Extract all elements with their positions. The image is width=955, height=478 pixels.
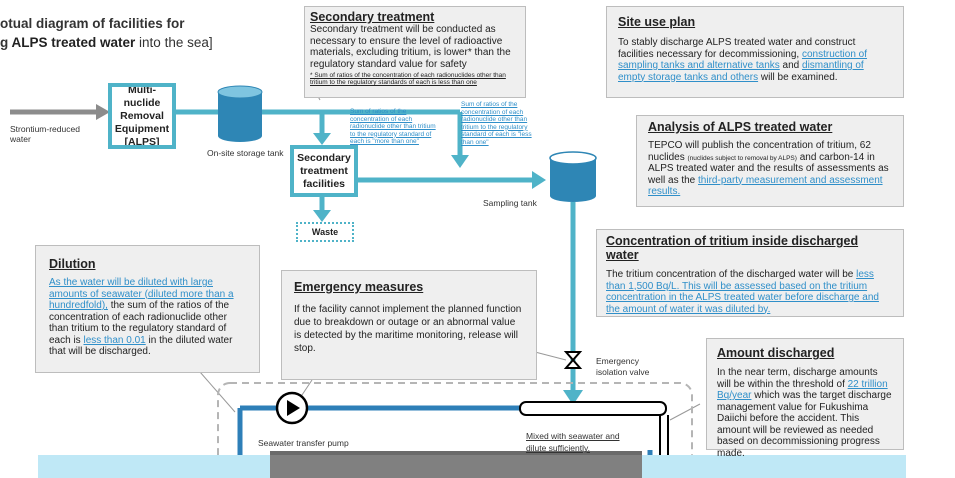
site-use-link-2[interactable]: dismantling of empty storage tanks and o… — [618, 60, 864, 83]
note-less-than-one: Sum of ratios of the concentration of ea… — [461, 101, 532, 146]
callout-line-emergency — [534, 351, 567, 361]
storage-tank-label: On-site storage tank — [207, 148, 284, 158]
amount-text-1: In the near term, discharge amounts will… — [717, 367, 878, 390]
waste-label: Waste — [311, 227, 339, 237]
tritium-title: Concentration of tritium inside discharg… — [606, 234, 859, 262]
strontium-label: Strontium-reduced water — [10, 124, 80, 144]
valve-icon — [563, 351, 583, 369]
analysis-text-1: TEPCO will publish the concentration of … — [648, 140, 871, 163]
analysis-small-text: (nuclides subject to removal by ALPS) — [687, 154, 797, 162]
alps-equipment-box: Multi-nuclide Removal Equipment [ALPS] — [108, 83, 176, 149]
site-use-plan-title: Site use plan — [618, 15, 696, 29]
title-line-2: g ALPS treated water into the sea] — [0, 33, 213, 52]
mixing-header — [519, 401, 669, 470]
arrow-to-secondary — [313, 133, 331, 145]
secondary-treatment-title: Secondary treatment — [310, 10, 435, 24]
title-line-2-bold: ALPS treated water — [11, 35, 136, 50]
arrow-to-waste — [313, 210, 331, 222]
emergency-panel: Emergency measures If the facility canno… — [281, 270, 537, 380]
title-line-2-post: into the sea] — [135, 35, 213, 50]
dilution-text-2: in the diluted water that will be discha… — [49, 334, 233, 358]
site-use-link-1[interactable]: construction of sampling tanks and alter… — [618, 48, 868, 72]
note-more-than-one: Sum of ratios of the concentration of ea… — [350, 108, 436, 145]
site-use-plan-panel: Site use plan To stably discharge ALPS t… — [606, 6, 904, 98]
callout-line-amount — [669, 403, 701, 421]
arrow-sampling-down — [563, 390, 583, 405]
dilution-link-1[interactable]: As the water will be diluted with large … — [49, 277, 234, 311]
emergency-valve-label: Emergency isolation valve — [596, 356, 650, 377]
storage-tank-icon — [217, 85, 263, 142]
dilution-link-2[interactable]: less than 0.01 — [83, 334, 146, 346]
dilution-panel: Dilution As the water will be diluted wi… — [35, 245, 260, 373]
amount-body: In the near term, discharge amounts will… — [717, 367, 893, 459]
secondary-facilities-label: Secondary treatment facilities — [297, 151, 351, 190]
amount-title: Amount discharged — [717, 346, 835, 360]
analysis-panel: Analysis of ALPS treated water TEPCO wil… — [636, 115, 904, 207]
title-line-1: otual diagram of facilities for — [0, 16, 185, 31]
dilution-facility-outline — [217, 382, 693, 478]
sampling-tank-label: Sampling tank — [483, 198, 537, 208]
discharge-tunnel-edge — [270, 451, 642, 455]
sampling-tank-icon — [549, 151, 597, 202]
secondary-treatment-body: Secondary treatment will be conducted as… — [310, 24, 511, 70]
analysis-text-2: and carbon-14 in ALPS treated water and … — [648, 151, 889, 186]
analysis-link[interactable]: third-party measurement and assessment r… — [648, 174, 883, 198]
alps-equipment-label: Multi-nuclide Removal Equipment [ALPS] — [114, 83, 170, 148]
arrow-right-down — [451, 155, 469, 168]
page-title: otual diagram of facilities for g ALPS t… — [0, 14, 213, 52]
tritium-body: The tritium concentration of the dischar… — [606, 269, 894, 315]
dilution-body: As the water will be diluted with large … — [49, 277, 246, 358]
amount-text-2: which was the target discharge managemen… — [717, 390, 892, 459]
secondary-treatment-facilities-box: Secondary treatment facilities — [290, 145, 358, 197]
waste-box: Waste — [296, 222, 354, 242]
secondary-treatment-note: * Sum of ratios of the concentration of … — [310, 72, 506, 86]
strontium-arrow — [10, 104, 110, 120]
site-use-text-3: will be examined. — [758, 71, 838, 83]
pump-icon — [275, 391, 309, 425]
analysis-body: TEPCO will publish the concentration of … — [648, 140, 892, 198]
seawater-pump-label: Seawater transfer pump — [258, 438, 349, 448]
amount-link[interactable]: 22 trillion Bq/year — [717, 378, 888, 402]
site-use-text-2: and — [779, 60, 803, 71]
site-use-text-1: To stably discharge ALPS treated water a… — [618, 37, 856, 60]
callout-line-emergency-box — [299, 379, 313, 399]
secondary-treatment-panel: Secondary treatment Secondary treatment … — [304, 6, 526, 98]
emergency-body: If the facility cannot implement the pla… — [294, 304, 522, 354]
emergency-title: Emergency measures — [294, 280, 424, 294]
tritium-panel: Concentration of tritium inside discharg… — [596, 229, 904, 317]
site-use-plan-body: To stably discharge ALPS treated water a… — [618, 37, 892, 83]
dilution-title: Dilution — [49, 257, 96, 271]
tritium-text-1: The tritium concentration of the dischar… — [606, 269, 857, 280]
analysis-title: Analysis of ALPS treated water — [648, 120, 833, 134]
discharge-tunnel — [270, 451, 642, 478]
amount-panel: Amount discharged In the near term, disc… — [706, 338, 904, 459]
title-line-2-pre: g — [0, 35, 12, 50]
dilution-text-1: the sum of the ratios of the concentrati… — [49, 300, 230, 346]
mixed-label: Mixed with seawater and dilute sufficien… — [526, 431, 620, 453]
arrow-to-sampling — [532, 171, 546, 189]
tritium-link[interactable]: less than 1,500 Bq/L. This will be asses… — [606, 269, 879, 315]
